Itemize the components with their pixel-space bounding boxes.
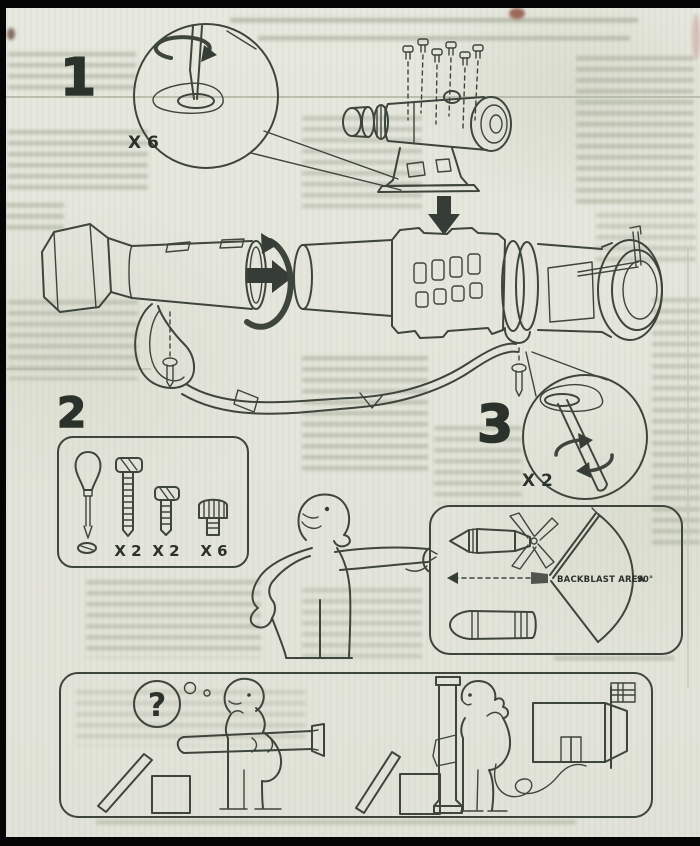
bleed-through-text (86, 580, 261, 658)
scope-assembly (342, 38, 512, 193)
scan-bar-top (0, 0, 700, 8)
bleed-through-text (554, 656, 674, 666)
ikea-man-phoning (432, 680, 512, 812)
box (151, 775, 191, 814)
ikea-man-pointing (249, 493, 438, 659)
bleed-through-text (258, 36, 630, 45)
rear-flange (597, 239, 663, 341)
page-fold-line (687, 248, 689, 688)
phone-cord (493, 763, 587, 798)
muzzle-bell (41, 223, 133, 313)
help-building (532, 682, 636, 769)
rocket-plain-icon (449, 610, 537, 640)
rotate-arrow-icon (153, 35, 212, 60)
step-2-number: 2 (57, 388, 86, 437)
screw-guide-lines (407, 54, 479, 129)
tube-held-vertical (433, 676, 463, 814)
bleed-through-text (576, 56, 694, 206)
gripping-hand (432, 734, 457, 767)
scan-artifact (692, 14, 700, 60)
push-arrow-icon (247, 260, 293, 293)
paper-background (6, 8, 700, 837)
scan-artifact (509, 8, 525, 19)
backblast-warning-box: BACKBLAST AREA 90° (422, 505, 683, 655)
scan-artifact (7, 28, 15, 40)
step-1-qty-label: X 6 (128, 133, 159, 153)
part-qty-label: X 2 (114, 542, 141, 560)
shoulder-strap (134, 303, 527, 415)
grip-housing (391, 227, 506, 339)
tube-held-wrong (176, 723, 325, 757)
bleed-through-text (230, 18, 638, 27)
help-panel: ? (59, 672, 653, 818)
callout-leader-lines (250, 130, 402, 191)
screwdriver-icon (74, 451, 102, 554)
strap-buckle (233, 389, 259, 413)
eye-dot (324, 506, 330, 512)
step-2: 2 (56, 387, 249, 568)
plank (355, 751, 401, 814)
page-rule-line (6, 368, 151, 370)
thought-bubble (133, 680, 181, 728)
ikea-man-confused (219, 677, 283, 810)
backblast-angle-label: 90° (637, 575, 653, 585)
scan-bar-bottom (0, 837, 700, 846)
magnifier-callout-rear-screws (522, 374, 648, 500)
scan-bar-left (0, 0, 6, 846)
parts-box (57, 436, 249, 568)
part-qty-label: X 6 (200, 542, 227, 560)
hanging-screw-icon (162, 311, 178, 388)
plank (97, 753, 153, 813)
eye-dot (247, 693, 251, 697)
bleed-through-text (8, 300, 138, 380)
head (460, 680, 509, 719)
hanging-screw-icon (511, 347, 527, 397)
eye-dot (468, 693, 472, 697)
step-3-number: 3 (477, 395, 513, 455)
backblast-area-label: BACKBLAST AREA (557, 575, 645, 585)
phone-hand (461, 699, 504, 719)
bleed-through-text (96, 820, 576, 830)
magnifier-callout-screws (133, 23, 279, 169)
bleed-through-text (434, 426, 522, 504)
page-rule-line (6, 96, 700, 98)
step-1-number: 1 (60, 48, 96, 108)
step-1: 1 X 6 (59, 23, 512, 235)
rear-sight-lever (577, 225, 642, 277)
screw-icon (402, 38, 484, 66)
step-3-qty-label: X 2 (522, 471, 553, 491)
door (560, 736, 572, 763)
head (297, 493, 351, 548)
head (223, 677, 265, 713)
door (570, 736, 582, 763)
bleed-through-text (302, 588, 422, 658)
thumb-screw-icon (198, 498, 228, 536)
bleed-through-text (302, 356, 428, 474)
confused-scene (97, 677, 325, 814)
launcher-tube (41, 223, 663, 344)
long-bolt-icon (115, 457, 143, 537)
rocket-finned-icon (449, 512, 559, 570)
sling-ring (503, 327, 531, 344)
backblast-fan (549, 507, 634, 643)
rotate-tube-arrow-icon (244, 238, 294, 330)
part-qty-label: X 2 (152, 542, 179, 560)
bleed-through-text (596, 213, 696, 265)
call-help-scene (355, 676, 636, 815)
swedish-flag-icon (610, 682, 636, 703)
bleed-through-text (8, 130, 148, 192)
question-mark: ? (148, 686, 167, 724)
short-bolt-icon (154, 486, 180, 536)
down-arrow-icon (428, 196, 460, 235)
bleed-through-text (8, 52, 136, 94)
bleed-through-text (6, 203, 64, 231)
step-3: 3 X 2 (476, 351, 648, 500)
